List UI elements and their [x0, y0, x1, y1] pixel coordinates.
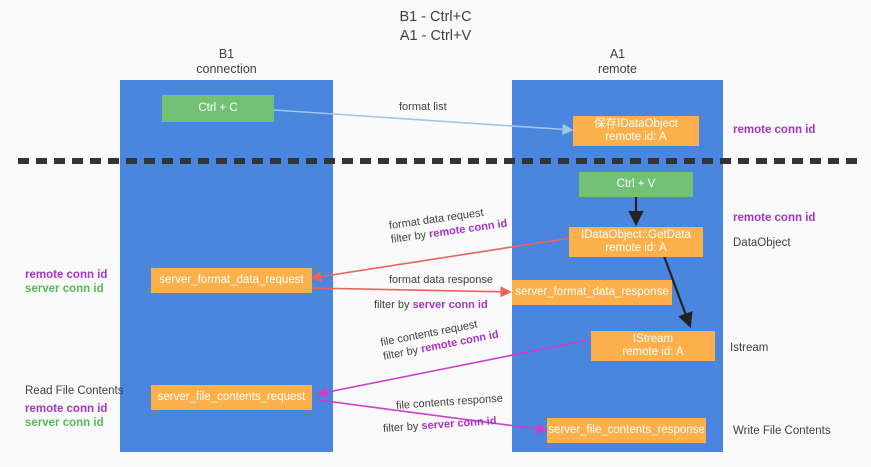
side-label-remote-conn-id-mid: remote conn id	[733, 212, 816, 224]
connector-format-data-response	[311, 286, 512, 298]
side-label-write-file-contents: Write File Contents	[733, 425, 831, 437]
node-ctrl-v-label: Ctrl + V	[616, 177, 656, 190]
lane-header-a1: A1 remote	[512, 47, 723, 76]
node-server-format-data-request-label: server_format_data_request	[159, 273, 304, 286]
lane-header-b1: B1 connection	[120, 47, 333, 76]
node-istream[interactable]: IStream remote id: A	[591, 331, 715, 361]
node-istream-line-2: remote id: A	[622, 346, 684, 358]
node-server-file-contents-request-label: server_file_contents_request	[157, 390, 306, 403]
node-ctrl-c[interactable]: Ctrl + C	[162, 95, 274, 122]
connector-file-contents-response	[317, 399, 548, 435]
node-server-file-contents-request[interactable]: server_file_contents_request	[151, 385, 312, 410]
node-server-file-contents-response[interactable]: server_file_contents_response	[547, 418, 706, 443]
lane-header-b1-line-1: B1	[218, 47, 235, 61]
node-server-format-data-response-label: server_format_data_response	[515, 285, 669, 298]
side-label-left-bottom-server-conn-id: server conn id	[25, 417, 104, 429]
node-save-idataobject[interactable]: 保存IDataObject remote id: A	[573, 116, 699, 146]
side-label-remote-conn-id-top: remote conn id	[733, 124, 816, 136]
edge-label-fdres-filter-prefix: filter by	[374, 299, 413, 311]
node-server-format-data-response[interactable]: server_format_data_response	[512, 280, 672, 305]
node-server-file-contents-response-label: server_file_contents_response	[548, 423, 705, 436]
node-server-format-data-request[interactable]: server_format_data_request	[151, 268, 312, 293]
edge-label-format-list-text: format list	[399, 101, 447, 113]
side-label-dataobject: DataObject	[733, 237, 791, 249]
lane-header-b1-line-2: connection	[196, 61, 257, 76]
edge-label-format-data-response: format data response	[389, 273, 493, 287]
connector-file-contents-request	[316, 339, 589, 398]
edge-label-fcres-filter-prefix: filter by	[382, 420, 422, 435]
node-ctrl-v[interactable]: Ctrl + V	[579, 172, 693, 197]
node-idataobject-getdata-line-1: IDataObject::GetData	[581, 228, 691, 241]
side-label-left-bottom-remote-conn-id: remote conn id	[25, 403, 108, 415]
edge-label-format-data-response-text: format data response	[389, 274, 493, 286]
node-save-idataobject-line-2: remote id: A	[605, 131, 667, 143]
lane-header-a1-line-2: remote	[598, 61, 637, 76]
edge-label-format-data-response-filter: filter by server conn id	[374, 298, 488, 312]
page-title-line-2: A1 - Ctrl+V	[399, 28, 472, 44]
side-label-istream: Istream	[730, 342, 769, 354]
connector-format-data-request	[310, 237, 571, 283]
node-save-idataobject-line-1: 保存IDataObject	[594, 117, 678, 130]
connector-getdata-to-istream	[662, 255, 693, 329]
side-label-left-server-conn-id: server conn id	[25, 283, 104, 295]
edge-label-format-list: format list	[399, 100, 447, 114]
node-idataobject-getdata-line-2: remote id: A	[605, 242, 667, 254]
edge-label-fdres-filter-key: server conn id	[412, 299, 488, 311]
node-ctrl-c-label: Ctrl + C	[198, 101, 238, 114]
node-istream-line-1: IStream	[632, 332, 674, 345]
connector-format-list	[273, 109, 574, 135]
side-label-read-file-contents: Read File Contents	[25, 385, 124, 397]
page-title-line-1: B1 - Ctrl+C	[399, 9, 472, 25]
side-label-left-remote-conn-id: remote conn id	[25, 269, 108, 281]
page-title: B1 - Ctrl+C A1 - Ctrl+V	[0, 8, 871, 46]
node-idataobject-getdata[interactable]: IDataObject::GetData remote id: A	[569, 227, 703, 257]
lane-header-a1-line-1: A1	[609, 47, 626, 61]
